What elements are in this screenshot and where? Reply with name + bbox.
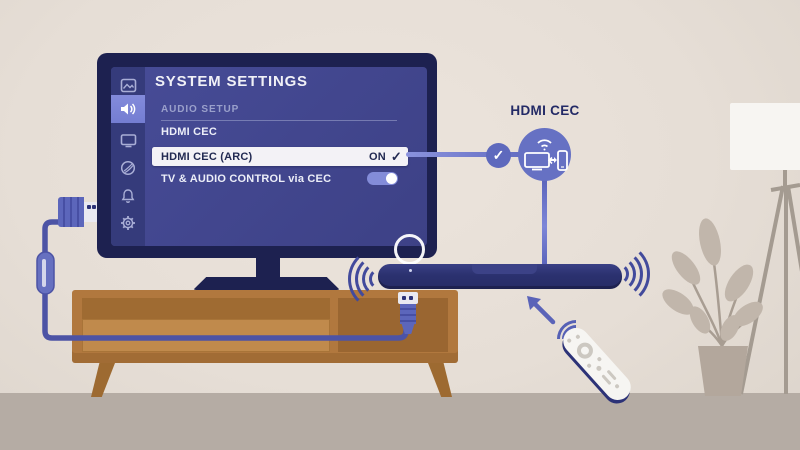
menu-item-hdmi-cec[interactable]: HDMI CEC (161, 126, 217, 138)
section-label: AUDIO SETUP (161, 104, 240, 115)
sidebar-item-network[interactable] (111, 154, 145, 181)
connector-line-horizontal (406, 152, 552, 157)
section-divider (161, 120, 397, 121)
sound-wave-icon (586, 242, 650, 306)
sidebar-item-settings[interactable] (111, 209, 145, 236)
lamp-legs (739, 168, 800, 395)
cabinet-top-panel (82, 298, 330, 319)
remote-button (575, 333, 581, 340)
hdmi-cec-badge (518, 128, 571, 181)
sidebar-item-display[interactable] (111, 127, 145, 154)
hdmi-plug-left (58, 197, 84, 227)
menu-item-hdmi-cec-arc[interactable]: HDMI CEC (ARC) ON ✓ (152, 147, 408, 166)
focus-ring (394, 234, 425, 265)
remote-button (595, 364, 603, 372)
check-icon: ✓ (492, 147, 505, 163)
plant-pot (698, 346, 748, 396)
tv-phone-sync-icon (524, 139, 568, 171)
remote-dpad (573, 339, 597, 362)
check-badge: ✓ (486, 143, 511, 168)
badge-label: HDMI CEC (510, 103, 580, 118)
hdmi-plug-right-neck (401, 324, 415, 334)
sidebar-item-picture[interactable] (111, 72, 145, 99)
sidebar-item-notifications[interactable] (111, 182, 145, 209)
wifi-icon (537, 139, 552, 144)
hdmi-pin (92, 205, 96, 209)
speaker-icon (121, 103, 136, 115)
menu-item-value: ON (369, 150, 386, 163)
tv-screen: SYSTEM SETTINGS AUDIO SETUP HDMI CEC HDM… (111, 67, 427, 246)
remote-button (614, 383, 620, 390)
menu-item-label: HDMI CEC (ARC) (161, 150, 253, 163)
toggle-knob (386, 173, 397, 184)
plant (662, 218, 763, 396)
hdmi-pin (87, 205, 91, 209)
menu-item-label: TV & AUDIO CONTROL via CEC (161, 172, 332, 185)
globe-icon (120, 160, 136, 175)
arrow-to-soundbar (527, 296, 556, 325)
connector-line-vertical (542, 178, 547, 266)
remote-button (586, 362, 592, 369)
sound-wave-icon (348, 247, 412, 311)
hdmi-plug-right (400, 304, 416, 324)
bell-icon (121, 188, 135, 203)
settings-sidebar (111, 67, 145, 246)
picture-icon (120, 78, 136, 93)
soundbar (378, 264, 622, 289)
page-title: SYSTEM SETTINGS (155, 73, 308, 90)
hdmi-pin (409, 296, 413, 300)
remote-button (596, 356, 603, 362)
hdmi-plug-left-tip (84, 202, 98, 222)
tv-stand-neck (256, 258, 280, 279)
hdmi-cable (42, 219, 409, 341)
tv-stand-base (193, 277, 340, 290)
display-icon (120, 134, 136, 148)
floor (0, 393, 800, 450)
remote-button (566, 337, 573, 344)
check-icon: ✓ (390, 149, 402, 164)
gear-icon (121, 215, 135, 230)
cec-toggle-on[interactable] (367, 172, 398, 185)
soundbar-display (472, 264, 537, 274)
tv: SYSTEM SETTINGS AUDIO SETUP HDMI CEC HDM… (97, 53, 437, 258)
menu-item-tv-audio-control[interactable]: TV & AUDIO CONTROL via CEC (161, 172, 398, 185)
lamp-shade (730, 103, 800, 170)
sidebar-item-audio[interactable] (111, 95, 145, 123)
